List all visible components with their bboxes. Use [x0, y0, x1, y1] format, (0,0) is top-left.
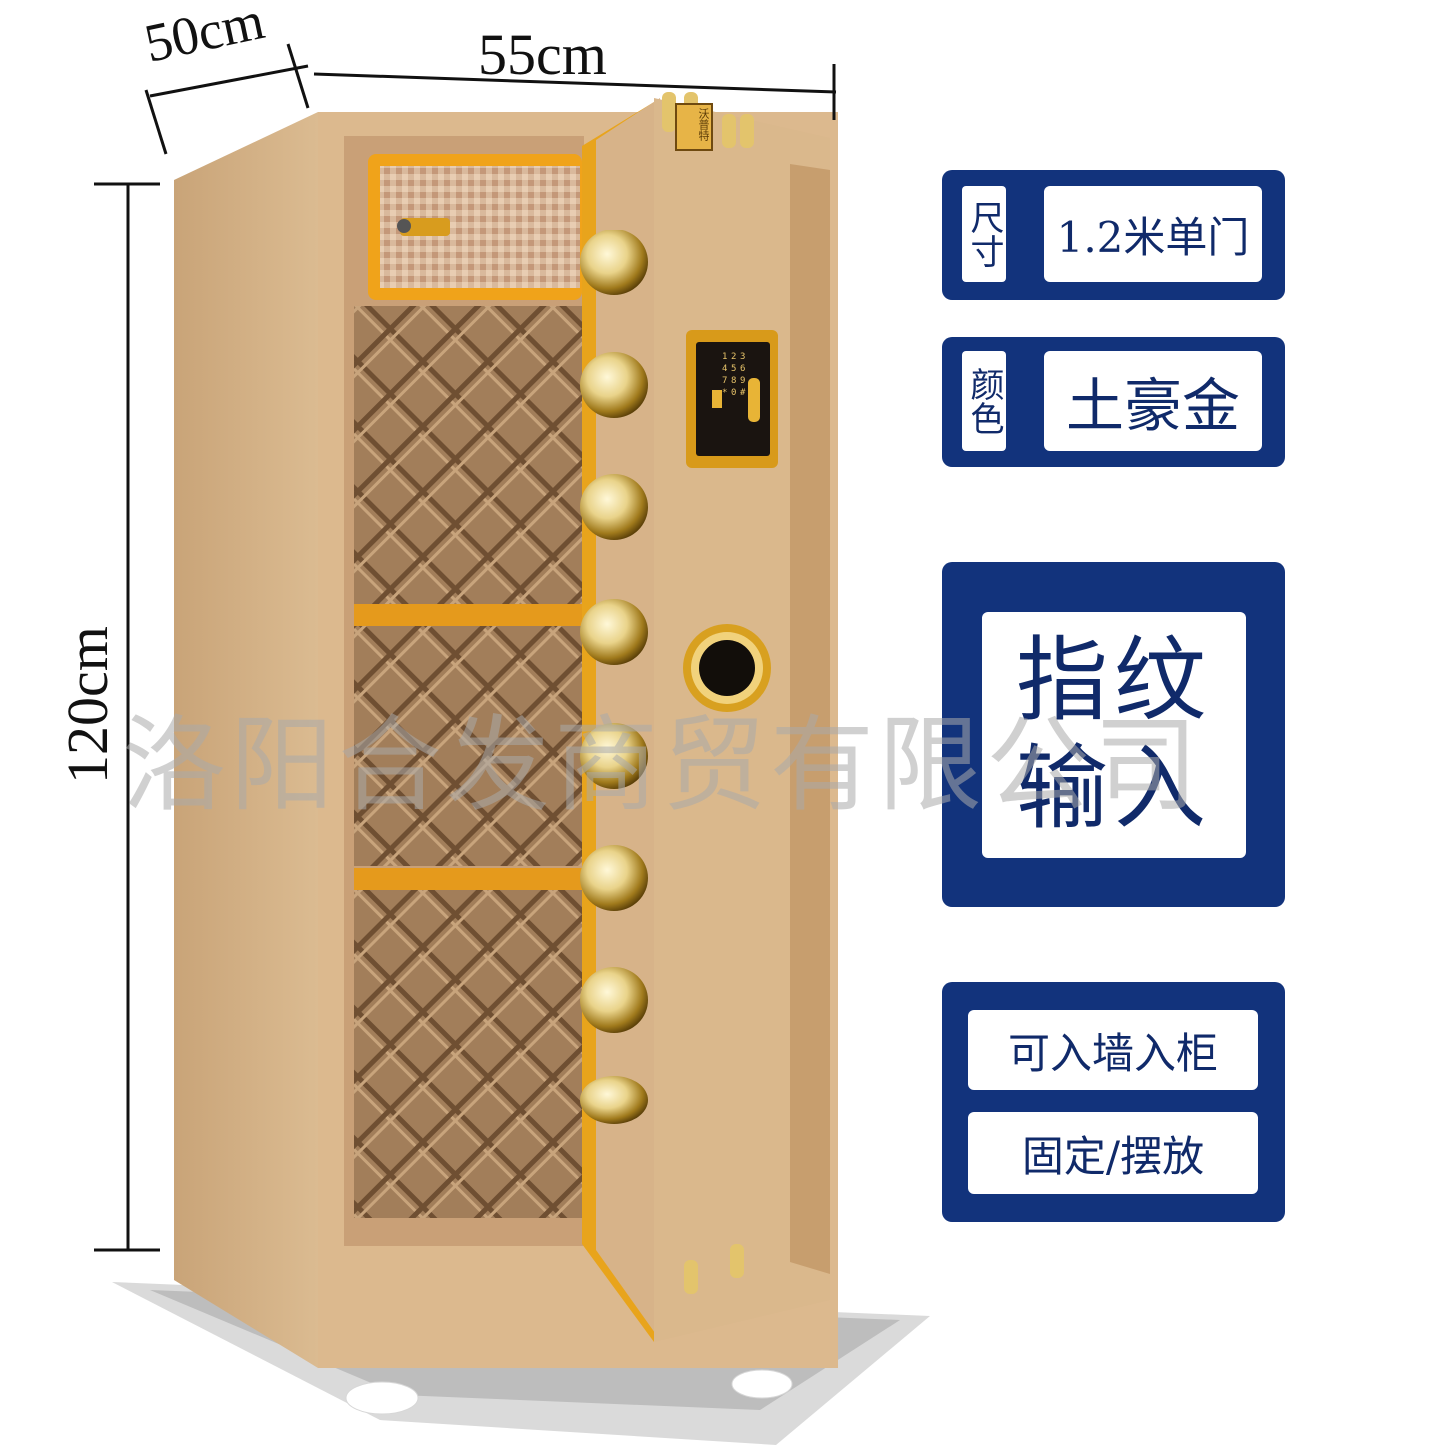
keypad-key: 5 — [731, 364, 737, 374]
locking-bolts — [574, 229, 656, 1130]
keypad-key: 8 — [731, 376, 737, 386]
company-watermark: 洛阳合发商贸有限公司 — [122, 704, 1203, 826]
height-label: 120cm — [55, 626, 120, 784]
keypad-key: 3 — [740, 352, 746, 362]
feature-box: 指纹 输入 — [982, 612, 1246, 858]
bolt-icon — [580, 352, 648, 418]
keypad: 1 2 3 4 5 6 7 8 9 * 0 # — [722, 352, 750, 398]
bolt-icon — [580, 474, 648, 540]
feature-line1: 指纹 — [1015, 627, 1212, 734]
bolt-icon — [580, 723, 648, 789]
keypad-key: 2 — [731, 352, 737, 362]
bolt-icon — [580, 845, 648, 911]
install-option-1: 可入墙入柜 — [968, 1010, 1258, 1090]
bolt-icon — [580, 967, 648, 1033]
width-label: 55cm — [478, 22, 607, 87]
size-panel: 尺寸 1.2米单门 — [942, 170, 1285, 300]
feature-line2: 输入 — [1015, 735, 1212, 842]
keypad-key: 4 — [722, 364, 728, 374]
color-label: 颜色 — [962, 351, 1006, 451]
size-value: 1.2米单门 — [1044, 186, 1262, 282]
keypad-key: 7 — [722, 376, 728, 386]
feature-panel: 指纹 输入 — [942, 562, 1285, 907]
bolt-icon — [580, 229, 648, 295]
bolt-icons — [580, 229, 648, 1124]
brand-plate: 沃普特 — [697, 108, 710, 141]
keypad-key: 0 — [731, 388, 737, 398]
keypad-key: 1 — [722, 352, 728, 362]
install-option-2: 固定/摆放 — [968, 1112, 1258, 1194]
color-panel: 颜色 土豪金 — [942, 337, 1285, 467]
keypad-key: 6 — [740, 364, 746, 374]
size-label: 尺寸 — [962, 186, 1006, 282]
install-panel: 可入墙入柜 固定/摆放 — [942, 982, 1285, 1222]
color-value: 土豪金 — [1044, 351, 1262, 451]
keypad-key: * — [722, 388, 728, 398]
bolt-icon — [580, 599, 648, 665]
bolt-icon — [580, 1076, 648, 1124]
keypad-key: 9 — [740, 376, 746, 386]
keypad-key: # — [740, 388, 746, 398]
